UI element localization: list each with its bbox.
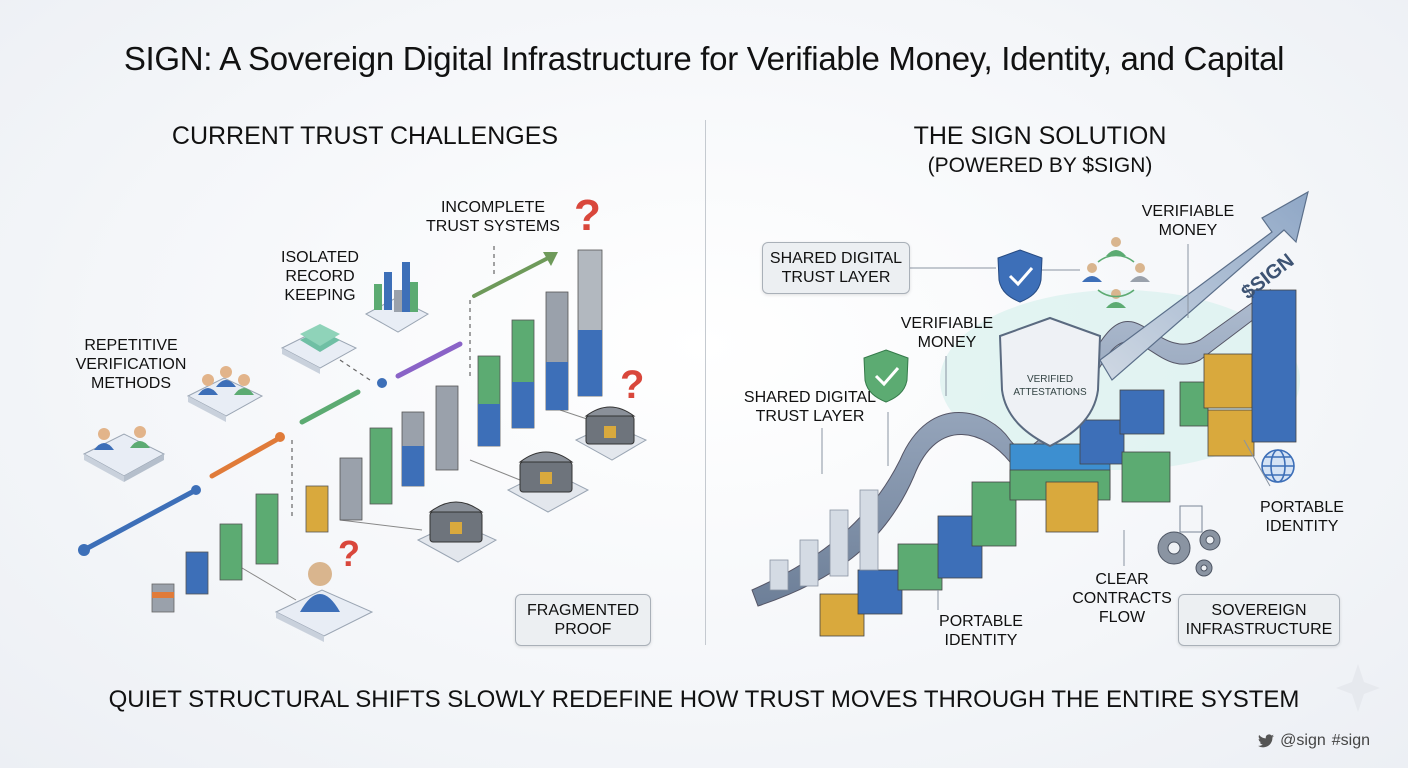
right-heading: THE SIGN SOLUTION [913,122,1167,150]
shield-check-icon-top [997,249,1043,303]
platform-repetitive-pair [82,426,166,482]
label-isolated-record-keeping: ISOLATED RECORD KEEPING [281,249,359,304]
shield-text-1: VERIFIED [1027,374,1073,385]
platform-isolated [280,324,358,374]
chest-2 [506,451,590,513]
label-repetitive-verification: REPETITIVE VERIFICATION METHODS [75,337,187,392]
label-verifiable-money-top: VERIFIABLE MONEY [1141,203,1235,239]
label-fragmented-proof: FRAGMENTED PROOF [515,594,651,646]
svg-text:?: ? [620,363,644,407]
footer-handle: @sign [1280,732,1326,749]
label-shared-layer-box: SHARED DIGITAL TRUST LAYER [762,242,910,294]
shield-text-2: ATTESTATIONS [1013,387,1087,398]
cubes [819,289,1297,637]
chest-1 [416,501,498,563]
svg-text:?: ? [338,533,360,574]
left-heading: CURRENT TRUST CHALLENGES [171,122,559,150]
shield-check-icon-green [863,349,909,403]
page-title: SIGN: A Sovereign Digital Infrastructure… [123,40,1285,77]
timeline-line [78,252,558,556]
label-verifiable-money-mid: VERIFIABLE MONEY [900,315,994,351]
label-incomplete-trust-systems: INCOMPLETE TRUST SYSTEMS [426,199,560,235]
center-divider [705,120,706,645]
platform-repetitive-group [186,366,264,422]
svg-text:?: ? [574,191,601,240]
gears-icon [1157,505,1221,577]
label-shared-layer-left: SHARED DIGITAL TRUST LAYER [743,389,877,425]
chest-3 [574,406,648,461]
label-clear-contracts: CLEAR CONTRACTS FLOW [1072,571,1172,626]
footer: @sign #sign [1258,732,1370,750]
footer-hashtag: #sign [1331,732,1370,749]
label-portable-identity-bottom: PORTABLE IDENTITY [939,613,1023,649]
label-sovereign-infrastructure: SOVEREIGN INFRASTRUCTURE [1178,594,1340,646]
shield-icon-verified [998,316,1102,448]
globe-icon [1261,449,1295,483]
platform-isolated-chart [364,262,430,333]
twitter-bird-icon [1258,734,1275,748]
question-mark-icon: ? ? ? [338,191,644,574]
rising-bars [151,249,603,613]
lone-person [274,562,374,642]
right-subheading: (POWERED BY $SIGN) [927,154,1153,177]
network-people-icon [1082,237,1150,308]
label-portable-identity-right: PORTABLE IDENTITY [1260,499,1344,535]
tagline: QUIET STRUCTURAL SHIFTS SLOWLY REDEFINE … [108,686,1300,713]
